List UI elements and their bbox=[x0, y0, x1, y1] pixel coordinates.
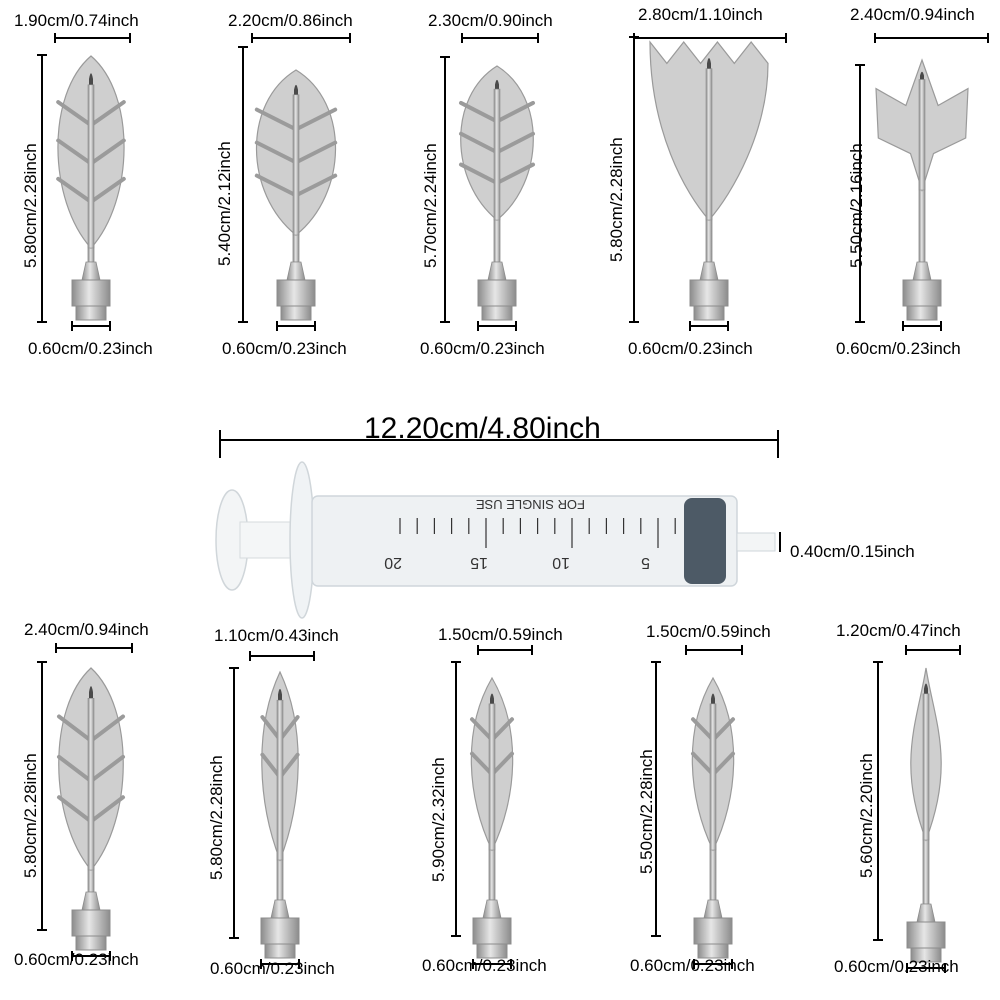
hub-base bbox=[693, 305, 725, 321]
hub-base bbox=[476, 943, 508, 959]
hub-hex bbox=[472, 917, 512, 945]
syringe-tip-label: 0.40cm/0.15inch bbox=[790, 542, 915, 561]
hub-hex bbox=[906, 921, 946, 949]
nozzle-width-label: 2.80cm/1.10inch bbox=[638, 5, 763, 24]
nozzle-1: 1.90cm/0.74inch 5.80cm/2.28inch 0.60cm/0… bbox=[0, 0, 200, 370]
nozzle-height-label: 5.80cm/2.28inch bbox=[607, 137, 626, 262]
hub-cone bbox=[699, 261, 719, 281]
barrel-flange bbox=[289, 461, 315, 619]
nozzle-base-label: 0.60cm/0.23inch bbox=[628, 339, 753, 358]
syringe-tip bbox=[736, 532, 776, 552]
nozzle-width-label: 1.90cm/0.74inch bbox=[14, 11, 139, 30]
nozzle-10: 1.20cm/0.47inch 5.60cm/2.20inch 0.60cm/0… bbox=[820, 600, 1000, 1000]
nozzle-9: 1.50cm/0.59inch 5.50cm/2.28inch 0.60cm/0… bbox=[600, 600, 820, 1000]
hub-cone bbox=[703, 899, 723, 919]
nozzle-height-label: 5.80cm/2.28inch bbox=[21, 143, 40, 268]
nozzle-height-label: 5.50cm/2.28inch bbox=[637, 749, 656, 874]
printed-text: FOR SINGLE USE bbox=[476, 497, 585, 512]
nozzle-width-label: 2.40cm/0.94inch bbox=[850, 5, 975, 24]
plunger-seal bbox=[684, 498, 726, 584]
hub-base bbox=[75, 935, 107, 951]
nozzle-height-label: 5.40cm/2.12inch bbox=[215, 141, 234, 266]
scale-label: 10 bbox=[552, 554, 570, 571]
nozzle-width-label: 1.20cm/0.47inch bbox=[836, 621, 961, 640]
nozzle-7: 1.10cm/0.43inch 5.80cm/2.28inch 0.60cm/0… bbox=[200, 600, 400, 1000]
hub-base bbox=[910, 947, 942, 963]
nozzle-6: 2.40cm/0.94inch 5.80cm/2.28inch 0.60cm/0… bbox=[0, 600, 200, 1000]
nozzle-3: 2.30cm/0.90inch 5.70cm/2.24inch 0.60cm/0… bbox=[400, 0, 600, 370]
nozzle-base-label: 0.60cm/0.23inch bbox=[28, 339, 153, 358]
hub-cone bbox=[286, 261, 306, 281]
nozzle-height-label: 5.70cm/2.24inch bbox=[421, 143, 440, 268]
needle-shaft bbox=[493, 88, 501, 221]
nozzle-height-label: 5.60cm/2.20inch bbox=[857, 753, 876, 878]
hub-cone bbox=[916, 903, 936, 923]
hub-hex bbox=[276, 279, 316, 307]
hub-base bbox=[906, 305, 938, 321]
nozzle-width-label: 1.10cm/0.43inch bbox=[214, 626, 339, 645]
hub-base bbox=[75, 305, 107, 321]
hub-hex bbox=[71, 909, 111, 937]
nozzle-base-label: 0.60cm/0.23inch bbox=[420, 339, 545, 358]
nozzle-width-label: 2.40cm/0.94inch bbox=[24, 620, 149, 639]
nozzle-2: 2.20cm/0.86inch 5.40cm/2.12inch 0.60cm/0… bbox=[200, 0, 400, 370]
nozzle-base-label: 0.60cm/0.23inch bbox=[222, 339, 347, 358]
nozzle-base-label: 0.60cm/0.23inch bbox=[834, 957, 959, 976]
nozzle-width-label: 2.30cm/0.90inch bbox=[428, 11, 553, 30]
hub-cone bbox=[482, 899, 502, 919]
nozzle-base-label: 0.60cm/0.23inch bbox=[630, 956, 755, 975]
hub-cone bbox=[81, 891, 101, 911]
nozzle-5: 2.40cm/0.94inch 5.50cm/2.16inch 0.60cm/0… bbox=[830, 0, 1000, 370]
nozzle-width-label: 1.50cm/0.59inch bbox=[438, 625, 563, 644]
nozzle-height-label: 5.50cm/2.16inch bbox=[847, 143, 866, 268]
hub-hex bbox=[693, 917, 733, 945]
nozzle-base-label: 0.60cm/0.23inch bbox=[14, 950, 139, 969]
scale-label: 20 bbox=[384, 554, 402, 571]
hub-base bbox=[697, 943, 729, 959]
nozzle-4: 2.80cm/1.10inch 5.80cm/2.28inch 0.60cm/0… bbox=[600, 0, 830, 370]
needle-shaft bbox=[87, 698, 95, 871]
needle-shaft bbox=[87, 84, 95, 249]
needle-shaft bbox=[276, 699, 284, 861]
nozzle-base-label: 0.60cm/0.23inch bbox=[210, 959, 335, 978]
syringe: 20 15 10 5 FOR SINGLE USE 12.20cm/4.80inch 0… bbox=[0, 400, 1000, 619]
hub-base bbox=[280, 305, 312, 321]
syringe-length-label: 12.20cm/4.80inch bbox=[364, 412, 601, 445]
hub-base bbox=[264, 943, 296, 959]
needle-shaft bbox=[918, 79, 926, 191]
hub-base bbox=[481, 305, 513, 321]
hub-hex bbox=[260, 917, 300, 945]
needle-shaft bbox=[705, 68, 713, 221]
hub-cone bbox=[270, 899, 290, 919]
nozzle-height-label: 5.90cm/2.32inch bbox=[429, 757, 448, 882]
hub-hex bbox=[71, 279, 111, 307]
nozzle-height-label: 5.80cm/2.28inch bbox=[207, 755, 226, 880]
hub-hex bbox=[477, 279, 517, 307]
scale-label: 5 bbox=[641, 554, 650, 571]
nozzle-base-label: 0.60cm/0.23inch bbox=[422, 956, 547, 975]
hub-hex bbox=[902, 279, 942, 307]
hub-hex bbox=[689, 279, 729, 307]
nozzle-height-label: 5.80cm/2.28inch bbox=[21, 753, 40, 878]
needle-shaft bbox=[488, 703, 496, 851]
nozzle-width-label: 1.50cm/0.59inch bbox=[646, 622, 771, 641]
nozzle-width-label: 2.20cm/0.86inch bbox=[228, 11, 353, 30]
needle-shaft bbox=[709, 703, 717, 851]
needle-shaft bbox=[292, 94, 300, 236]
nozzle-8: 1.50cm/0.59inch 5.90cm/2.32inch 0.60cm/0… bbox=[400, 600, 600, 1000]
needle-shaft bbox=[922, 693, 930, 841]
hub-cone bbox=[912, 261, 932, 281]
hub-cone bbox=[81, 261, 101, 281]
nozzle-base-label: 0.60cm/0.23inch bbox=[836, 339, 961, 358]
scale-label: 15 bbox=[470, 554, 488, 571]
hub-cone bbox=[487, 261, 507, 281]
